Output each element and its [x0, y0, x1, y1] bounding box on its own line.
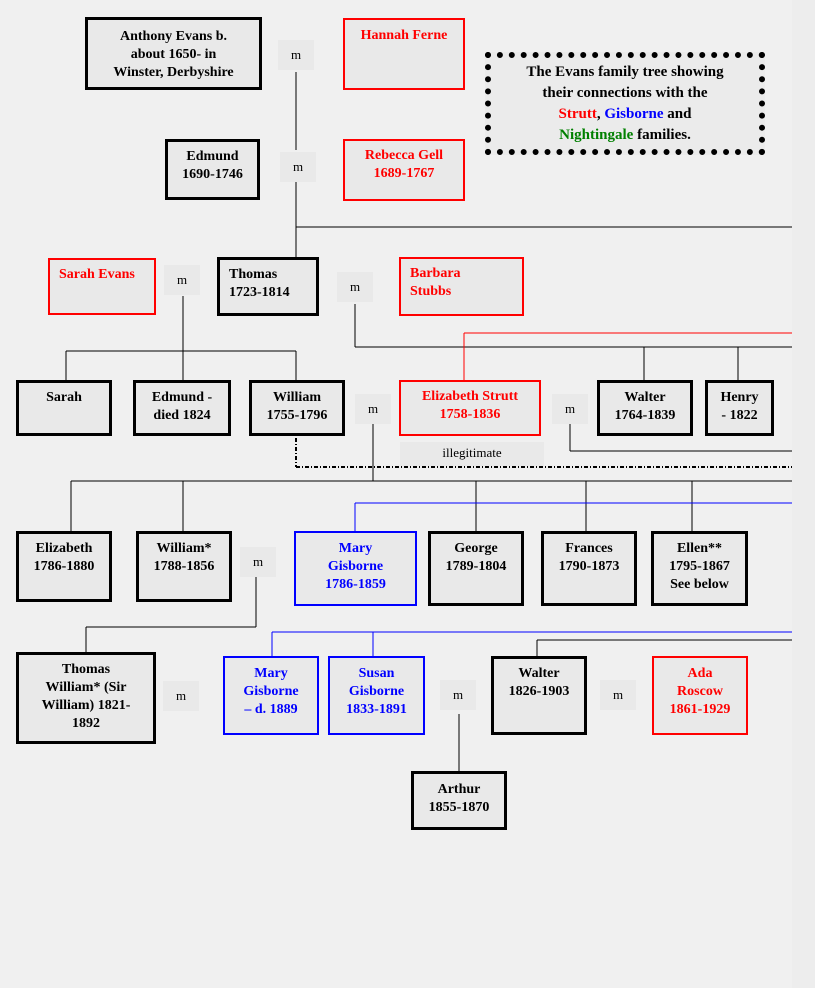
person-thomas-1723[interactable]: Thomas 1723-1814	[217, 257, 319, 316]
illegitimate-note: illegitimate	[400, 442, 544, 466]
marriage-label: m	[440, 680, 476, 710]
person-george[interactable]: George 1789-1804	[428, 531, 524, 606]
title-families: families.	[637, 127, 691, 143]
title-line-2: their connections with the	[542, 85, 708, 101]
person-frances[interactable]: Frances 1790-1873	[541, 531, 637, 606]
marriage-label: m	[163, 681, 199, 711]
person-elizabeth-strutt[interactable]: Elizabeth Strutt 1758-1836	[399, 380, 541, 436]
title-legend-box: The Evans family tree showing their conn…	[485, 52, 765, 155]
title-and: and	[667, 106, 692, 122]
strutt-legend-label: Strutt	[558, 106, 597, 122]
person-rebecca-gell[interactable]: Rebecca Gell 1689-1767	[343, 139, 465, 201]
person-henry[interactable]: Henry - 1822	[705, 380, 774, 436]
title-line-1: The Evans family tree showing	[526, 64, 724, 80]
nightingale-legend-label: Nightingale	[559, 127, 634, 143]
person-edmund-1824[interactable]: Edmund - died 1824	[133, 380, 231, 436]
person-sarah[interactable]: Sarah	[16, 380, 112, 436]
marriage-label: m	[355, 394, 391, 424]
title-comma: ,	[596, 106, 601, 122]
vertical-scrollbar-track[interactable]	[792, 0, 815, 988]
person-edmund-1690[interactable]: Edmund 1690-1746	[165, 139, 260, 200]
person-ada-roscow[interactable]: Ada Roscow 1861-1929	[652, 656, 748, 735]
person-barbara-stubbs[interactable]: Barbara Stubbs	[399, 257, 524, 316]
person-anthony-evans[interactable]: Anthony Evans b. about 1650- in Winster,…	[85, 17, 262, 90]
person-thomas-william[interactable]: Thomas William* (Sir William) 1821- 1892	[16, 652, 156, 744]
marriage-label: m	[600, 680, 636, 710]
person-mary-gisborne-1786[interactable]: Mary Gisborne 1786-1859	[294, 531, 417, 606]
marriage-label: m	[278, 40, 314, 70]
person-sarah-evans[interactable]: Sarah Evans	[48, 258, 156, 315]
marriage-label: m	[337, 272, 373, 302]
person-walter-1764[interactable]: Walter 1764-1839	[597, 380, 693, 436]
person-william-1788[interactable]: William* 1788-1856	[136, 531, 232, 602]
marriage-label: m	[280, 152, 316, 182]
person-william-1755[interactable]: William 1755-1796	[249, 380, 345, 436]
marriage-label: m	[240, 547, 276, 577]
person-mary-gisborne-1889[interactable]: Mary Gisborne – d. 1889	[223, 656, 319, 735]
person-ellen[interactable]: Ellen** 1795-1867 See below	[651, 531, 748, 606]
person-walter-1826[interactable]: Walter 1826-1903	[491, 656, 587, 735]
person-elizabeth-1786[interactable]: Elizabeth 1786-1880	[16, 531, 112, 602]
gisborne-legend-label: Gisborne	[604, 106, 664, 122]
person-susan-gisborne[interactable]: Susan Gisborne 1833-1891	[328, 656, 425, 735]
marriage-label: m	[164, 265, 200, 295]
marriage-label: m	[552, 394, 588, 424]
person-hannah-ferne[interactable]: Hannah Ferne	[343, 18, 465, 90]
person-arthur[interactable]: Arthur 1855-1870	[411, 771, 507, 830]
